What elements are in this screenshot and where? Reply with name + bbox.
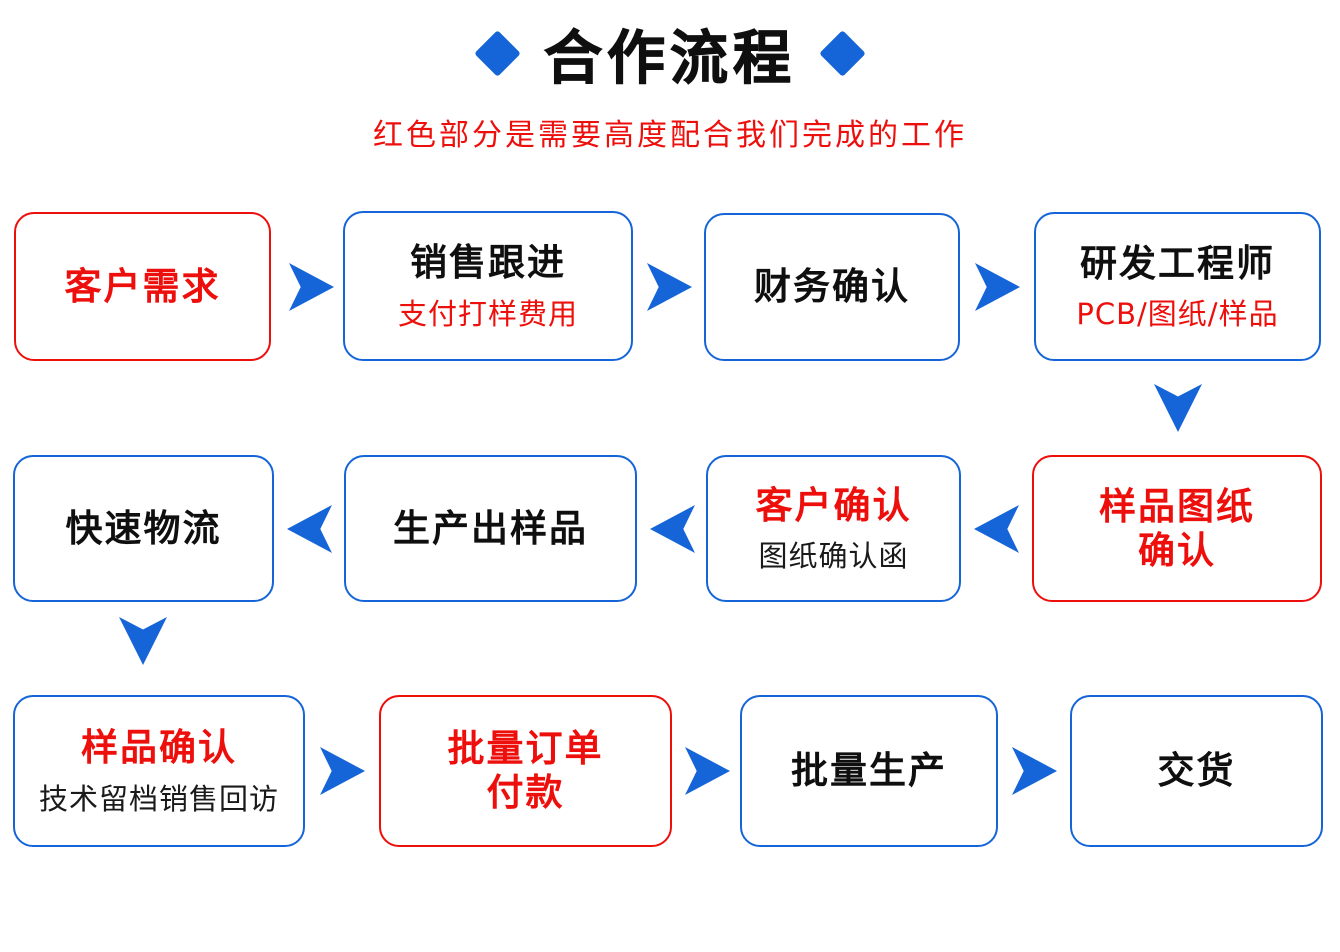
arrow-right-icon <box>320 747 365 795</box>
page-subtitle: 红色部分是需要高度配合我们完成的工作 <box>373 118 967 153</box>
flow-box-fast-logistics: 快速物流 <box>13 455 274 602</box>
box-subtitle: 支付打样费用 <box>397 296 578 331</box>
box-title: 交货 <box>1157 749 1236 793</box>
box-title: 研发工程师 <box>1080 241 1275 285</box>
page-title-row: 合作流程 <box>0 14 1340 93</box>
box-title: 客户需求 <box>64 264 221 308</box>
flow-box-bulk-order-payment: 批量订单 付款 <box>379 695 672 847</box>
flow-box-produce-sample: 生产出样品 <box>344 455 637 602</box>
box-title: 批量生产 <box>791 749 947 793</box>
diamond-icon <box>819 29 866 77</box>
flow-box-sales-follow-up: 销售跟进 支付打样费用 <box>343 211 633 361</box>
diamond-icon <box>474 29 521 77</box>
box-subtitle: 图纸确认函 <box>758 539 909 574</box>
arrow-right-icon <box>975 263 1020 311</box>
arrow-right-icon <box>647 263 692 311</box>
box-title: 销售跟进 <box>410 241 566 285</box>
flow-box-finance-confirm: 财务确认 <box>704 213 960 361</box>
flow-box-delivery: 交货 <box>1070 695 1323 847</box>
arrow-right-icon <box>1012 747 1057 795</box>
box-subtitle: 技术留档销售回访 <box>38 781 279 816</box>
flow-box-sample-confirm: 样品确认 技术留档销售回访 <box>13 695 305 847</box>
flow-box-sample-drawing-confirm: 样品图纸 确认 <box>1032 455 1322 602</box>
box-title: 财务确认 <box>754 265 910 309</box>
arrow-right-icon <box>289 263 334 311</box>
box-title: 客户确认 <box>755 483 912 527</box>
flow-box-bulk-production: 批量生产 <box>740 695 998 847</box>
arrow-left-icon <box>287 505 332 553</box>
box-title: 快速物流 <box>65 506 222 550</box>
arrow-left-icon <box>650 505 695 553</box>
box-title: 样品图纸 确认 <box>1099 484 1255 572</box>
arrow-left-icon <box>974 505 1019 553</box>
page-title: 合作流程 <box>543 24 796 93</box>
box-title: 批量订单 付款 <box>447 727 604 814</box>
arrow-down-icon <box>1154 384 1202 432</box>
box-title: 样品确认 <box>81 726 237 770</box>
box-subtitle: PCB/图纸/样品 <box>1076 297 1279 332</box>
flow-box-rd-engineer: 研发工程师 PCB/图纸/样品 <box>1034 212 1321 361</box>
flow-box-customer-demand: 客户需求 <box>14 212 271 361</box>
box-title: 生产出样品 <box>393 506 588 550</box>
arrow-down-icon <box>119 617 167 665</box>
flow-box-customer-confirm: 客户确认 图纸确认函 <box>706 455 961 602</box>
arrow-right-icon <box>685 747 730 795</box>
